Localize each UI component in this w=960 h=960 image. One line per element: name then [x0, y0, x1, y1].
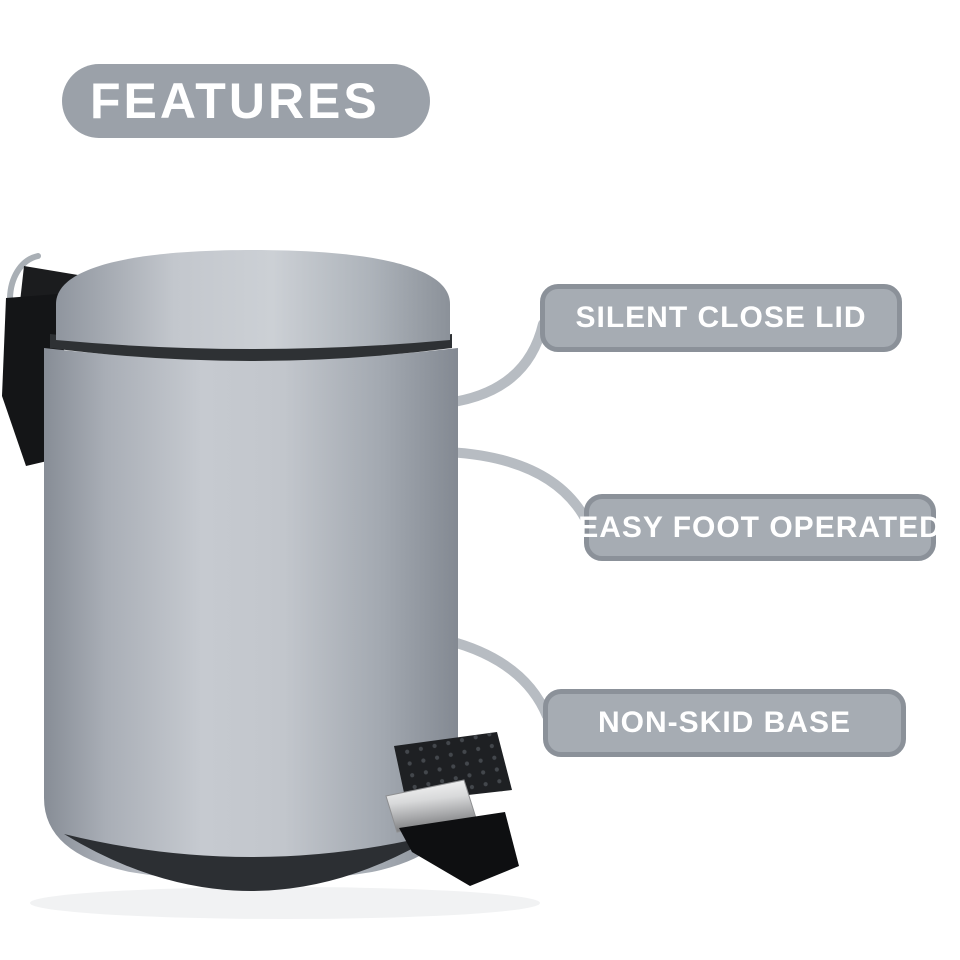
pedal-foot: [399, 812, 519, 886]
connector-line-non-skid: [441, 635, 552, 721]
callout-label: SILENT CLOSE LID: [575, 301, 867, 334]
floor-shadow: [30, 887, 540, 919]
connector-lines: [433, 319, 593, 721]
bin-base: [64, 834, 438, 891]
bin-lid: [56, 250, 450, 349]
foot-pedal: [385, 732, 519, 886]
connector-line-foot-operated: [443, 447, 593, 529]
callout-non-skid-base: NON-SKID BASE: [543, 689, 906, 757]
callout-label: NON-SKID BASE: [597, 706, 851, 739]
features-header: FEATURES: [62, 64, 430, 138]
callout-easy-foot-operated: EASY FOOT OPERATED: [578, 494, 941, 561]
pedal-pad-texture: [394, 732, 512, 802]
features-header-label: FEATURES: [90, 73, 380, 129]
bin-body: [44, 348, 458, 882]
callout-silent-close-lid: SILENT CLOSE LID: [540, 284, 902, 352]
callout-label: EASY FOOT OPERATED: [578, 510, 942, 544]
